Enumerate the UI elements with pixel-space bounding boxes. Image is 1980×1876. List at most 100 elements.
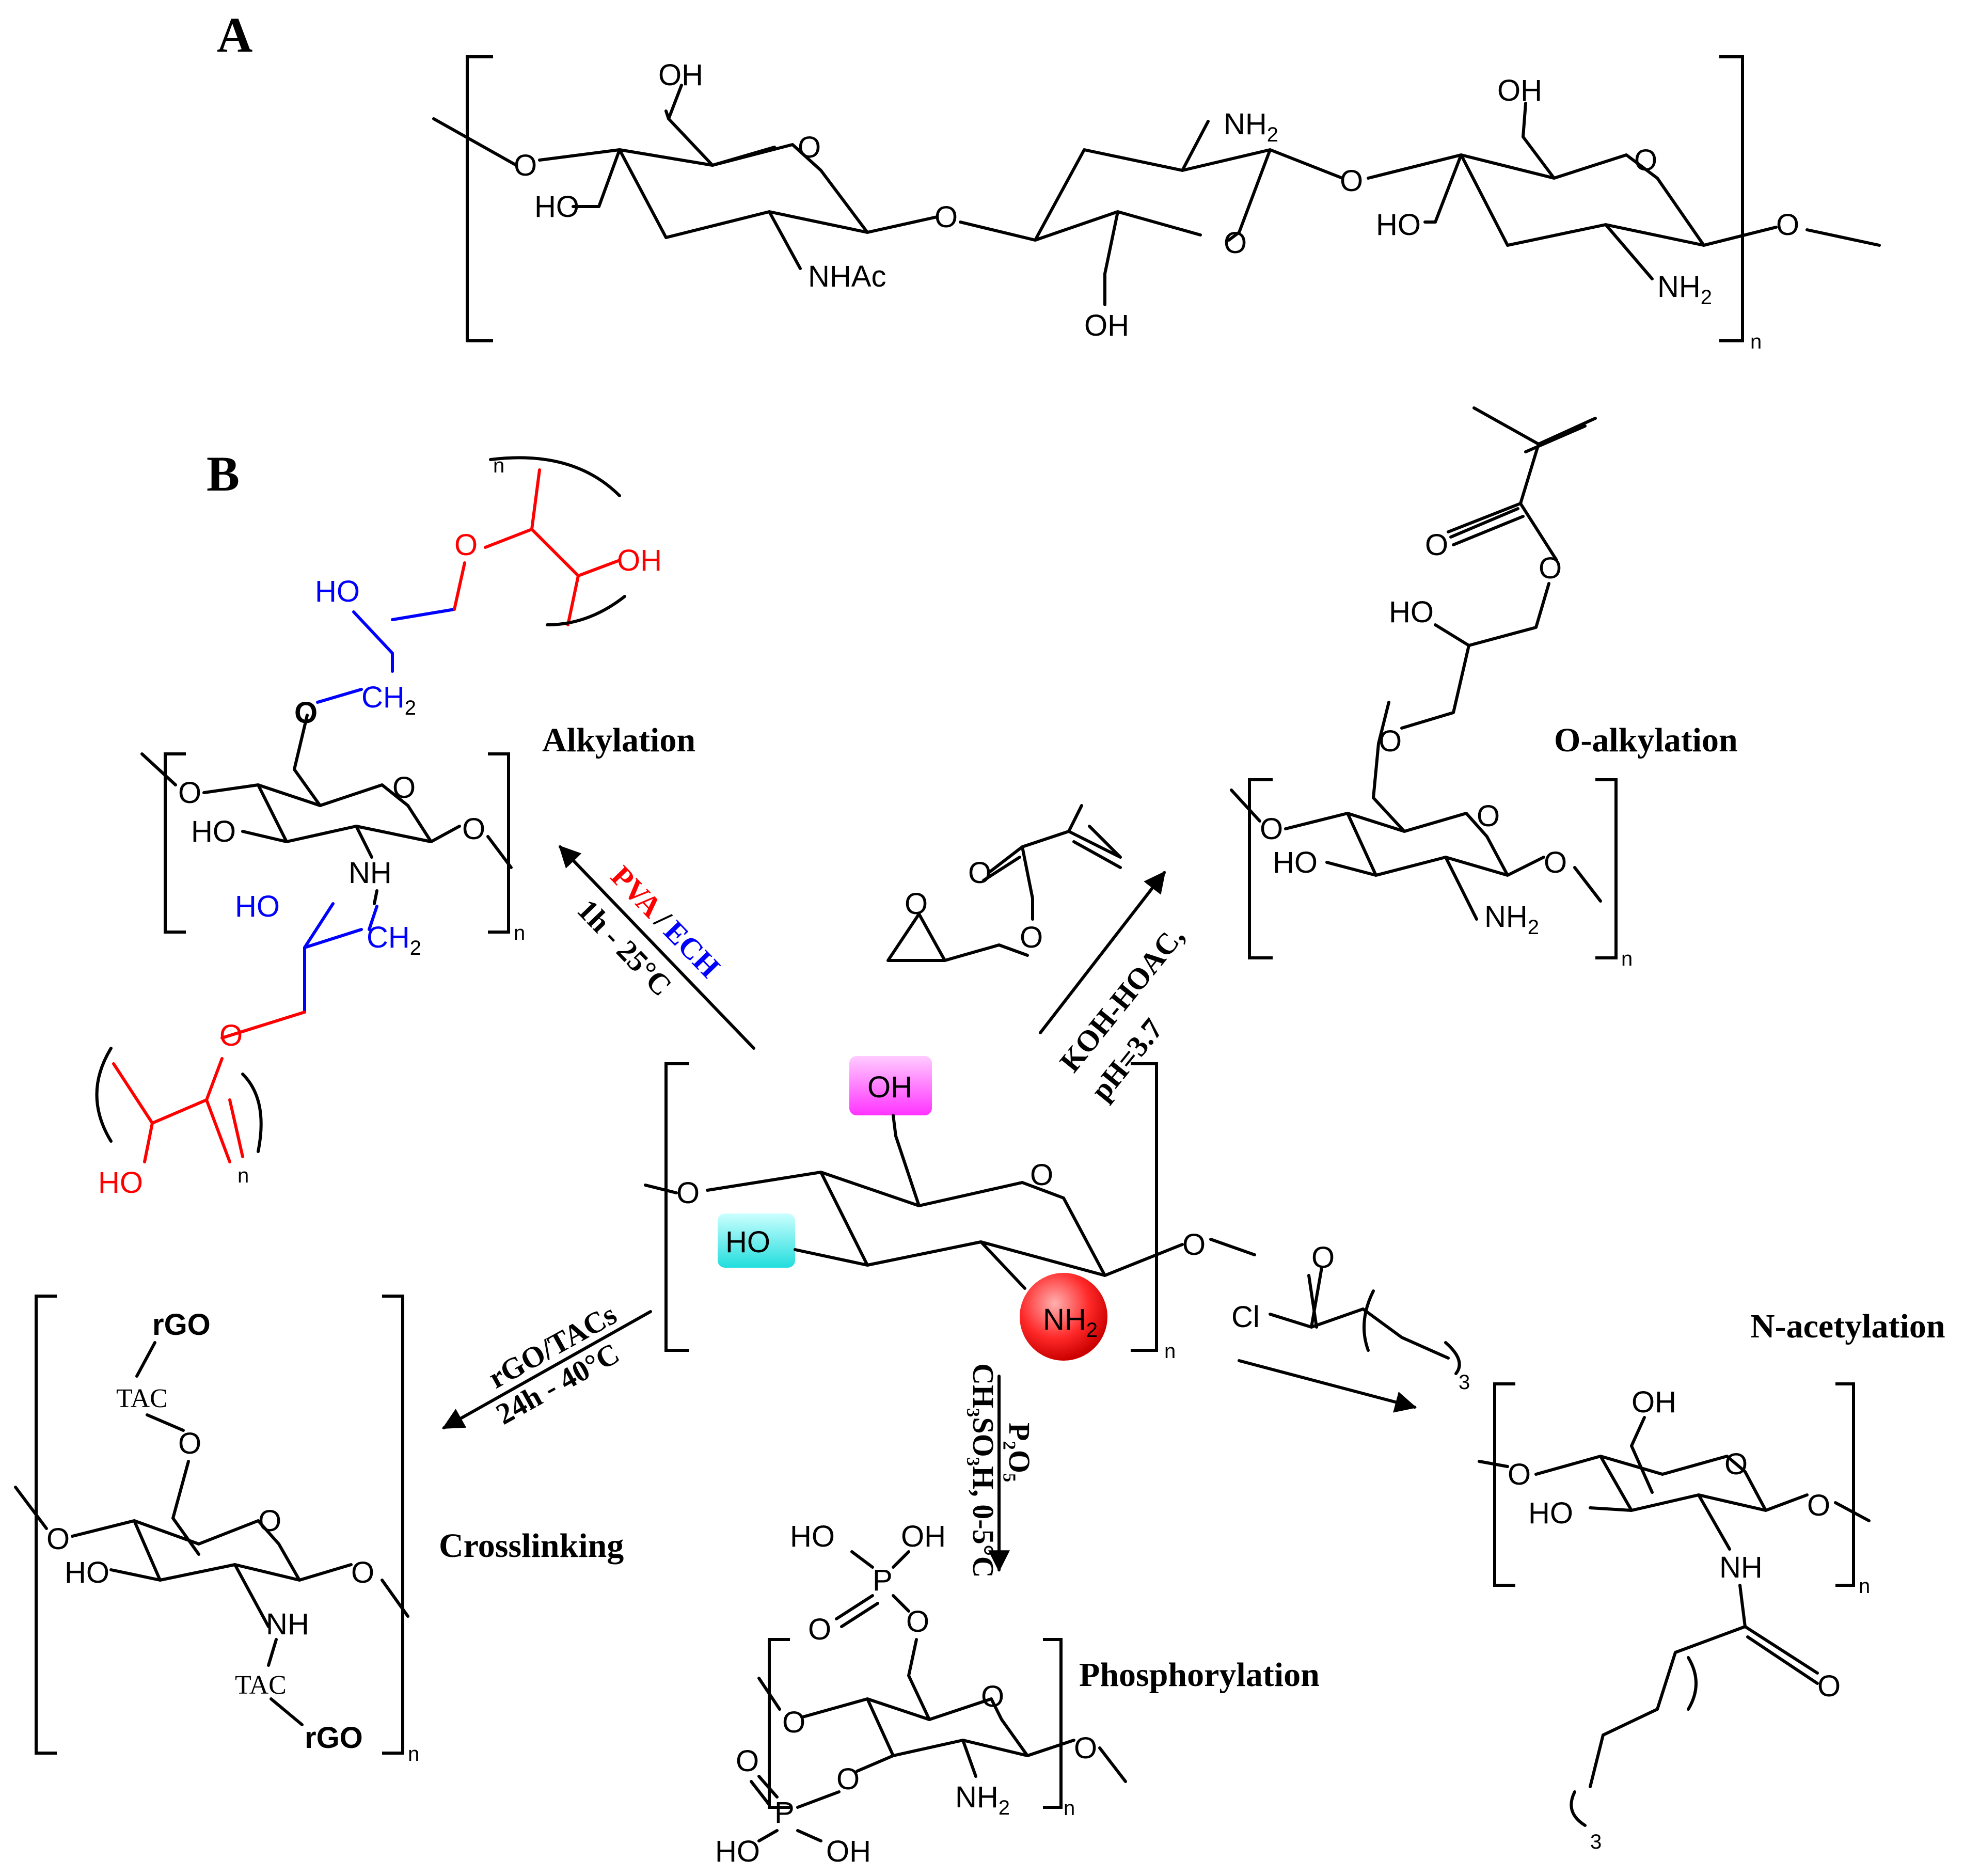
o-alk-bracket-left: [1248, 778, 1273, 959]
crosslinking-product: Crosslinking n rGO TAC O O O HO O NH TAC…: [14, 1295, 624, 1765]
central-bracket-right: [1131, 1062, 1158, 1352]
atom-ho-a1: HO: [534, 190, 579, 224]
atom-tac-bottom: TAC: [235, 1670, 287, 1700]
atom-ho-alk: HO: [191, 815, 236, 848]
ho-highlight-box: [718, 1213, 795, 1268]
atom-o-nacyl-right: O: [1807, 1489, 1830, 1522]
nacyl-repeat-n: n: [1859, 1575, 1870, 1598]
phos-repeat-n: n: [1064, 1797, 1075, 1820]
atom-ring-o-oalk: O: [1477, 799, 1500, 833]
atom-o-xl-top: O: [178, 1427, 201, 1460]
panel-a-ring-glcn-2: OH O HO NH2 O: [1367, 74, 1881, 309]
n-acetylation-arrow: [1238, 1359, 1417, 1413]
atom-ring-o-a3: O: [1634, 144, 1657, 177]
central-repeat-n: n: [1164, 1340, 1176, 1363]
atom-ho-alk-lower: HO: [235, 890, 280, 923]
alkylation-repeat-n: n: [514, 922, 525, 944]
atom-o-link-a3: O: [1776, 208, 1799, 242]
atom-nh-nacyl: NH: [1719, 1551, 1763, 1584]
crosslinking-repeat-n: n: [408, 1743, 419, 1765]
atom-o-central-right: O: [1182, 1228, 1206, 1262]
atom-rgo-top: rGO: [152, 1308, 211, 1342]
panel-a-bracket-left: [466, 55, 493, 342]
atom-o-oalk-right: O: [1544, 846, 1567, 879]
atom-ch2-alk-upper: CH2: [361, 681, 416, 719]
n-acetylation-reagent: Cl O 3: [1231, 1241, 1470, 1413]
nacyl-repeat-3: 3: [1590, 1831, 1602, 1853]
panel-a-repeat-n: n: [1750, 330, 1762, 353]
phosphorylation-reagent: P₂O₅: [1003, 1423, 1036, 1482]
atom-o-xl-left: O: [46, 1522, 70, 1556]
atom-ho-nacyl: HO: [1528, 1496, 1573, 1530]
atom-o-phos-bottom-dbl: O: [736, 1744, 759, 1778]
atom-o-alk-left: O: [178, 776, 201, 810]
panel-b: B n O OH O HO NH2 O Alkylation n O O: [14, 406, 1945, 1868]
atom-oh-a1: OH: [658, 58, 703, 92]
nacyl-bracket-right: [1835, 1382, 1855, 1587]
atom-ho-phos-top: HO: [790, 1520, 835, 1553]
atom-oh-nacyl: OH: [1631, 1385, 1676, 1419]
atom-p-top: P: [873, 1564, 893, 1597]
phosphorylation-product: Phosphorylation n HO OH P O O O O O NH2 …: [715, 1520, 1320, 1868]
atom-ho-xl: HO: [65, 1556, 109, 1589]
atom-o-alk-lower-red: O: [219, 1019, 243, 1052]
atom-o-ester-oalk: O: [1539, 551, 1562, 585]
panel-b-label: B: [207, 446, 240, 501]
atom-oh-a2: OH: [1084, 309, 1129, 342]
atom-o-nacyl-left: O: [1508, 1458, 1531, 1491]
atom-oh-phos-bottom: OH: [826, 1835, 871, 1868]
phosphorylation-conditions: CH₃SO₃H, 0-5°C: [967, 1363, 1000, 1578]
atom-o-link-a2: O: [1340, 164, 1363, 198]
atom-o-alk-upper: O: [294, 696, 318, 730]
crosslinking-label: Crosslinking: [439, 1527, 624, 1565]
atom-rgo-bottom: rGO: [305, 1721, 363, 1755]
atom-ring-o-phos: O: [981, 1680, 1004, 1713]
atom-o-oalk-chain: O: [1379, 724, 1402, 758]
o-alk-bracket-right: [1595, 778, 1618, 959]
atom-nhac-a1: NHAc: [808, 260, 886, 293]
atom-o-epoxide: O: [905, 887, 928, 921]
acyl-repeat-3: 3: [1459, 1371, 1470, 1394]
o-alk-repeat-n: n: [1621, 948, 1633, 970]
atom-ring-o-nacyl: O: [1724, 1447, 1748, 1481]
atom-ho-phos-bottom: HO: [715, 1835, 760, 1868]
atom-o-central-left: O: [676, 1176, 700, 1210]
alkylation-arrow: [559, 845, 755, 1050]
oh-highlight-box: [849, 1056, 932, 1115]
atom-o-phos-top-dbl: O: [808, 1613, 831, 1646]
atom-ring-o-a2: O: [1224, 226, 1247, 260]
atom-cl: Cl: [1231, 1300, 1260, 1334]
nacyl-bracket-left: [1493, 1382, 1515, 1587]
atom-nh-alk: NH: [349, 856, 392, 890]
phosphorylation-label: Phosphorylation: [1079, 1656, 1320, 1694]
atom-tac-top: TAC: [116, 1384, 168, 1413]
atom-ho-oalk: HO: [1273, 846, 1318, 879]
atom-nh2-oalk: NH2: [1484, 900, 1539, 939]
atom-ring-o-alk: O: [392, 771, 416, 805]
alkylation-bracket-left: [164, 752, 186, 934]
atom-ho-alk-lower-red: HO: [98, 1166, 143, 1200]
phos-bracket-right: [1043, 1638, 1063, 1809]
atom-o-gma-carbonyl: O: [968, 856, 991, 890]
atom-oh-central: OH: [867, 1070, 912, 1104]
crosslinking-bracket-right: [382, 1295, 404, 1755]
panel-a-ring-glcn: O NH2 OH O: [959, 107, 1363, 342]
nh2-highlight-ball: [1020, 1273, 1107, 1361]
atom-p-bottom: P: [774, 1796, 795, 1830]
atom-o-phos-right: O: [1074, 1731, 1097, 1765]
alkylation-conditions: 1h - 25°C: [571, 893, 678, 1003]
atom-o-alk-upper-red: O: [454, 528, 478, 562]
atom-o-phos-bottom-link: O: [836, 1762, 860, 1796]
atom-ch2-alk-lower: CH2: [367, 921, 421, 959]
atom-o-gma-ester: O: [1020, 921, 1043, 954]
alkylation-product: Alkylation n O O HO O NH O CH2 HO O OH n: [95, 454, 695, 1200]
atom-nh-xl: NH: [266, 1607, 309, 1641]
atom-o-xl-right: O: [351, 1556, 374, 1589]
atom-o-link-a1: O: [934, 200, 958, 234]
o-alkylation-product: O-alkylation n O O HO O NH2 O HO O O: [1230, 406, 1738, 970]
glycidyl-methacrylate: O O O KOH-HOAC, pH=3.7: [886, 804, 1191, 1107]
panel-a-label: A: [217, 7, 252, 62]
atom-nh2-a2: NH2: [1224, 107, 1278, 146]
